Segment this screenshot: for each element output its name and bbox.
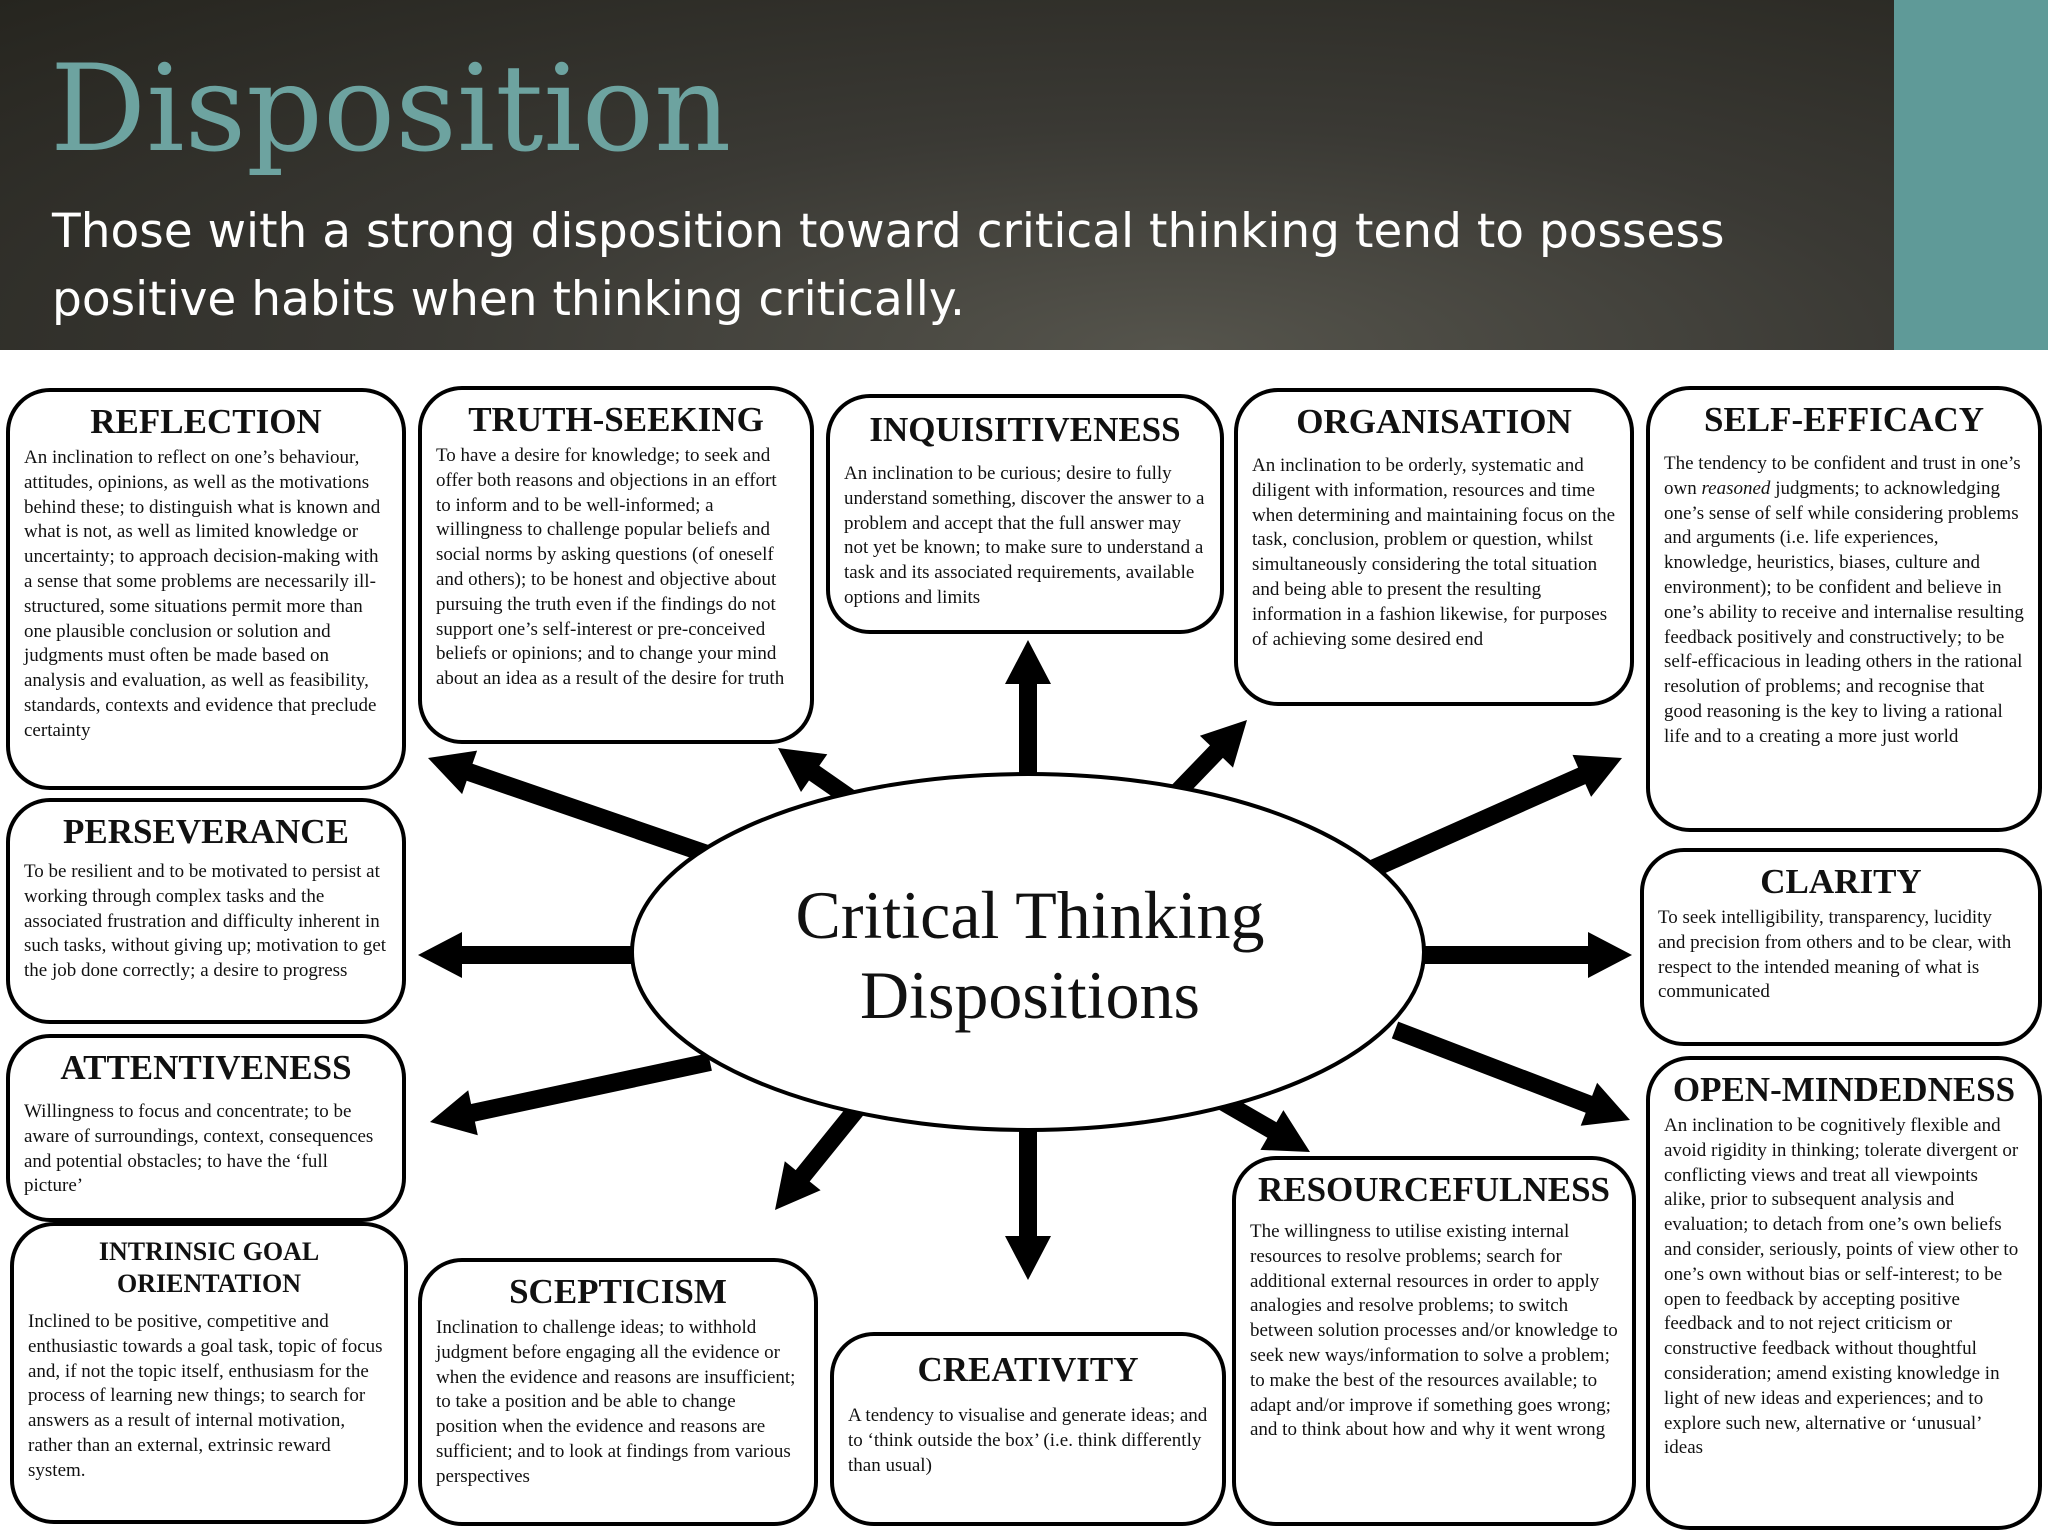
open-mindedness-title: OPEN-MINDEDNESS [1672,1070,2016,1109]
attentiveness-box: ATTENTIVENESS Willingness to focus and c… [6,1034,406,1222]
creativity-box: CREATIVITY A tendency to visualise and g… [830,1332,1226,1526]
arrow-to-scepticism [775,1099,867,1210]
attentiveness-title: ATTENTIVENESS [60,1048,352,1087]
organisation-title: ORGANISATION [1296,402,1572,441]
truth-seeking-text: To have a desire for knowledge; to seek … [436,445,785,690]
attentiveness-text: Willingness to focus and concentrate; to… [24,1101,374,1197]
intrinsic-goal-title-line1: INTRINSIC GOAL [98,1237,320,1266]
reflection-box: REFLECTION An inclination to reflect on … [6,388,406,790]
slide-header: Disposition Those with a strong disposit… [0,0,1894,350]
self-efficacy-text: The tendency to be confident and trust i… [1664,452,2024,750]
truth-seeking-box: TRUTH-SEEKING To have a desire for knowl… [418,386,814,744]
self-efficacy-text-start: The tendency to be confident and trust i… [1664,453,2021,499]
reflection-text: An inclination to reflect on one’s behav… [24,447,381,741]
intrinsic-goal-title-line2: ORIENTATION [117,1269,301,1298]
organisation-text: An inclination to be orderly, systematic… [1252,455,1616,650]
scepticism-title: SCEPTICISM [509,1272,727,1311]
resourcefulness-box: RESOURCEFULNESS The willingness to utili… [1232,1156,1636,1526]
arrow-to-creativity [1005,1110,1051,1280]
arrow-to-inquisitiveness [1005,640,1051,800]
scepticism-text: Inclination to challenge ideas; to withh… [436,1317,796,1487]
inquisitiveness-text: An inclination to be curious; desire to … [844,463,1205,608]
center-label: Critical Thinking Dispositions [795,877,1265,1033]
resourcefulness-text: The willingness to utilise existing inte… [1250,1221,1618,1441]
dispositions-diagram: Critical Thinking Dispositions REFLECTIO… [0,350,2048,1536]
arrow-to-clarity [1410,932,1632,978]
self-efficacy-box: SELF-EFFICACY The tendency to be confide… [1646,386,2042,832]
clarity-text: To seek intelligibility, transparency, l… [1658,907,2012,1003]
inquisitiveness-box: INQUISITIVENESS An inclination to be cur… [826,394,1224,634]
open-mindedness-text: An inclination to be cognitively flexibl… [1664,1115,2019,1459]
self-efficacy-title: SELF-EFFICACY [1703,400,1985,439]
truth-seeking-title: TRUTH-SEEKING [468,400,764,439]
scepticism-box: SCEPTICISM Inclination to challenge idea… [418,1258,818,1526]
resourcefulness-title: RESOURCEFULNESS [1257,1170,1611,1209]
clarity-title: CLARITY [1760,862,1922,901]
intrinsic-goal-box: INTRINSIC GOAL ORIENTATION Inclined to b… [10,1222,408,1524]
connector-arrows [418,640,1632,1280]
self-efficacy-text-end: judgments; to acknowledging one’s sense … [1664,477,2024,747]
slide-subtitle: Those with a strong disposition toward c… [52,204,1725,327]
creativity-title: CREATIVITY [917,1350,1139,1389]
arrow-to-resourcefulness [1215,1092,1310,1152]
center-ellipse [630,772,1426,1132]
self-efficacy-text-emphasis: reasoned [1701,477,1771,499]
inquisitiveness-title: INQUISITIVENESS [869,410,1181,449]
perseverance-box: PERSEVERANCE To be resilient and to be m… [6,798,406,1024]
clarity-box: CLARITY To seek intelligibility, transpa… [1640,848,2042,1046]
arrow-to-self-efficacy [1366,754,1622,879]
reflection-title: REFLECTION [90,402,322,441]
open-mindedness-box: OPEN-MINDEDNESS An inclination to be cog… [1646,1056,2042,1530]
arrow-to-open-mindedness [1391,1021,1630,1126]
arrow-to-perseverance [418,932,650,978]
perseverance-title: PERSEVERANCE [63,812,349,851]
intrinsic-goal-text: Inclined to be positive, competitive and… [28,1311,383,1481]
arrow-to-reflection [428,750,713,864]
accent-bar [1894,0,2048,350]
arrow-to-attentiveness [430,1053,712,1136]
organisation-box: ORGANISATION An inclination to be orderl… [1234,388,1634,706]
perseverance-text: To be resilient and to be motivated to p… [24,861,387,982]
creativity-text: A tendency to visualise and generate ide… [848,1405,1208,1476]
slide-title: Disposition [50,40,732,179]
